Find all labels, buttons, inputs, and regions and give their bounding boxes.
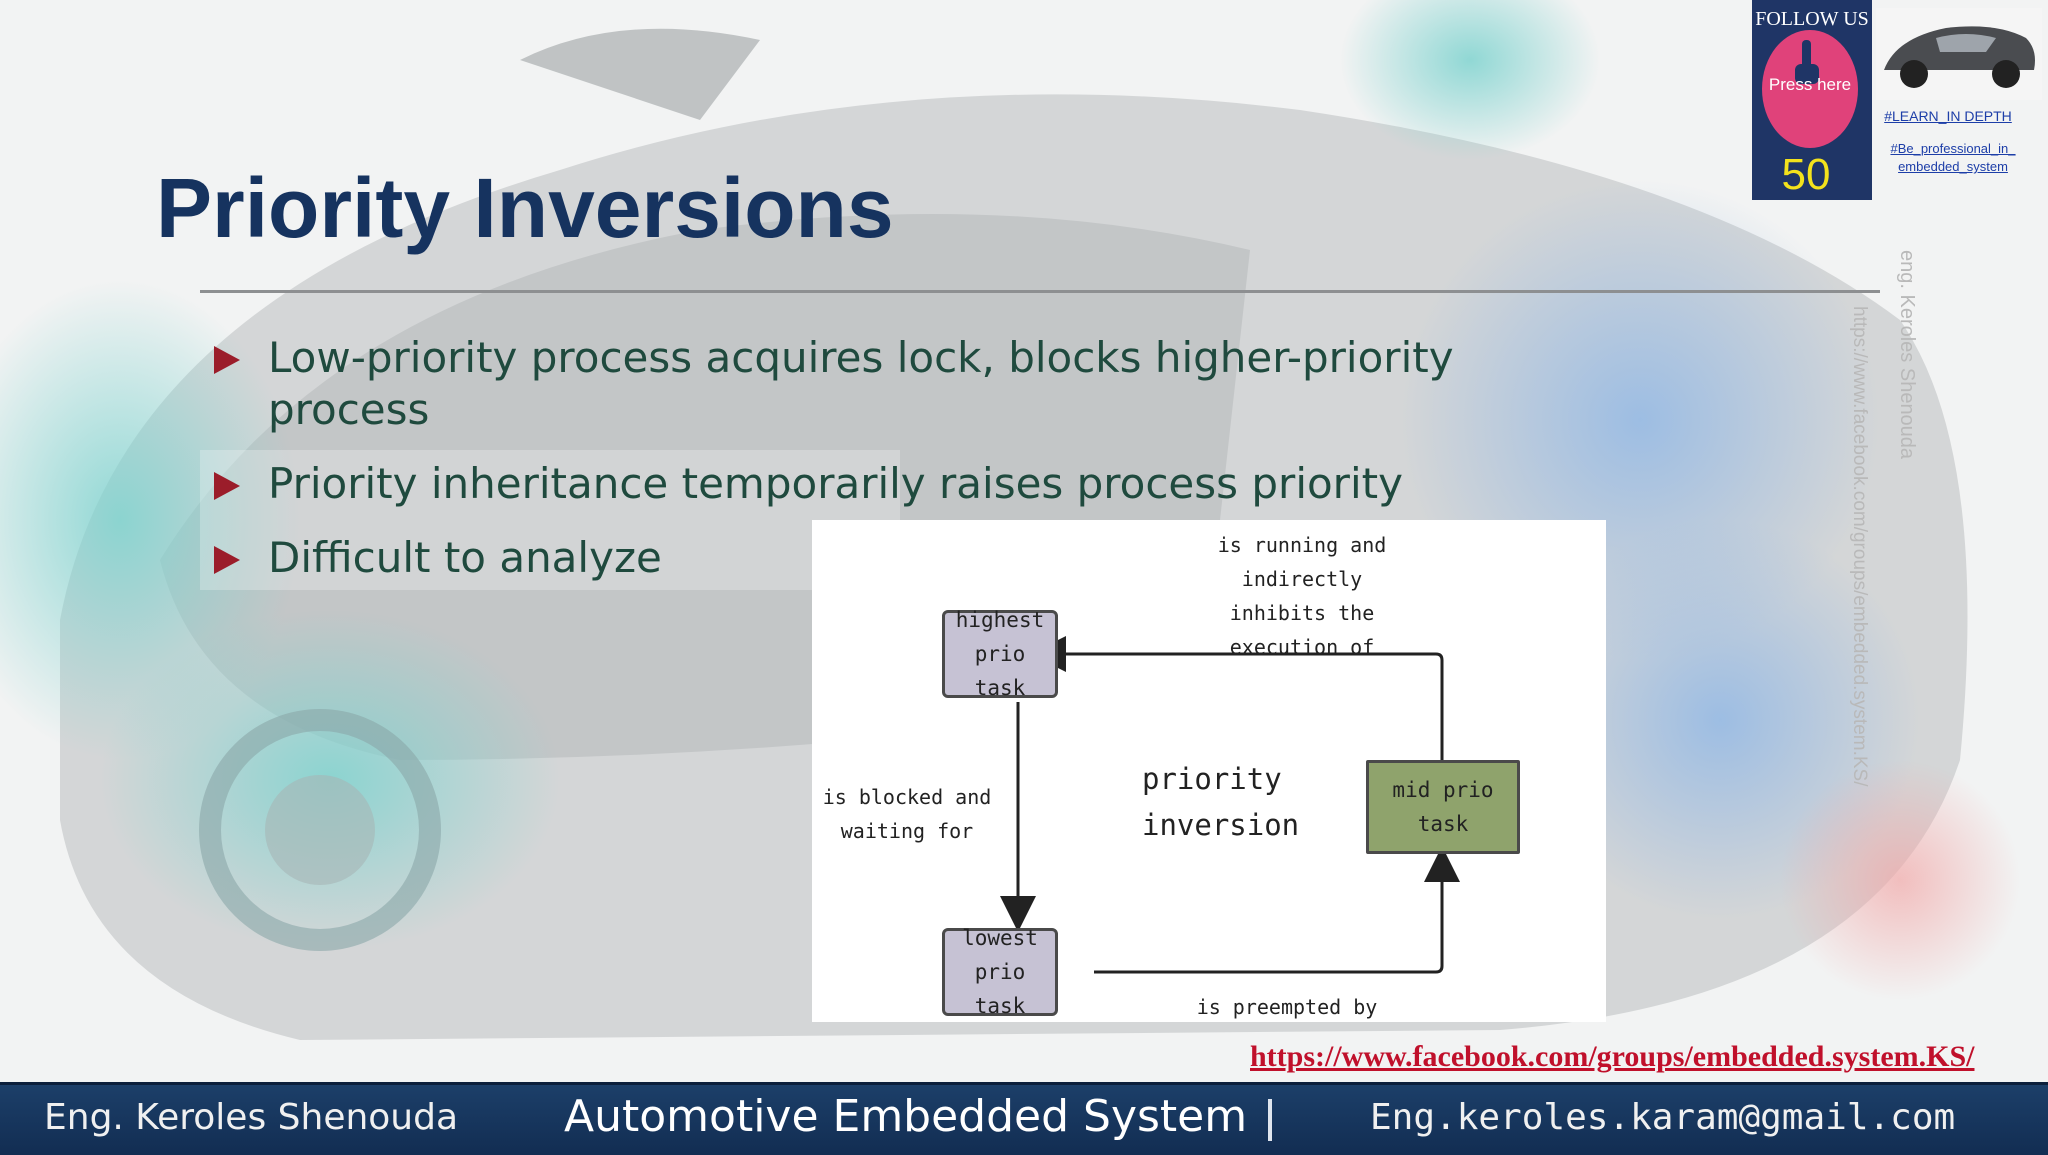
footer-bar: Eng. Keroles Shenouda Automotive Embedde… xyxy=(0,1082,2048,1155)
footer-email[interactable]: Eng.keroles.karam@gmail.com xyxy=(1370,1097,1956,1138)
page-number: 50 xyxy=(1781,150,1831,199)
priority-inversion-diagram: highest prio task lowest prio task mid p… xyxy=(812,520,1606,1022)
press-here-text: Press here xyxy=(1768,75,1852,94)
follow-us-text: FOLLOW US xyxy=(1755,8,1869,30)
car-thumbnail-image xyxy=(1876,8,2042,100)
mid-prio-task-box: mid prio task xyxy=(1366,760,1520,854)
lowest-prio-task-box: lowest prio task xyxy=(942,926,1058,1018)
blocked-waiting-label: is blocked and waiting for xyxy=(822,785,992,843)
facebook-url-vertical-text: https://www.facebook.com/groups/embedded… xyxy=(1849,306,1870,787)
slide-title: Priority Inversions xyxy=(156,161,894,255)
highest-prio-task-box: highest prio task xyxy=(942,608,1058,700)
running-inhibits-label: is running and indirectly inhibits the e… xyxy=(1217,533,1387,659)
be-professional-tag[interactable]: #Be_professional_in_ embedded_system xyxy=(1890,141,2016,174)
bullet-text: Priority inheritance temporarily raises … xyxy=(268,459,1403,508)
footer-course-title: Automotive Embedded System xyxy=(564,1091,1248,1142)
facebook-group-link[interactable]: https://www.facebook.com/groups/embedded… xyxy=(1250,1040,1975,1073)
learn-in-depth-tag[interactable]: #LEARN_IN DEPTH xyxy=(1884,108,2012,124)
bullet-list: Low-priority process acquires lock, bloc… xyxy=(210,332,1470,606)
footer-separator xyxy=(1268,1099,1272,1141)
diagram-arrows xyxy=(1000,636,1460,974)
triangle-bullet-icon xyxy=(214,546,240,574)
bullet-item: Low-priority process acquires lock, bloc… xyxy=(210,332,1470,436)
triangle-bullet-icon xyxy=(214,472,240,500)
bullet-text: Low-priority process acquires lock, bloc… xyxy=(268,333,1454,434)
triangle-bullet-icon xyxy=(214,346,240,374)
arrow-preempted xyxy=(1094,846,1460,974)
priority-inversion-label: priority inversion xyxy=(1142,762,1300,842)
preempted-label: is preempted by xyxy=(1196,995,1378,1019)
title-divider xyxy=(200,290,1880,293)
author-vertical-text: eng. Keroles Shenouda xyxy=(1896,250,1918,460)
footer-author: Eng. Keroles Shenouda xyxy=(44,1097,459,1138)
pointing-hand-icon xyxy=(1795,40,1819,84)
arrow-running-inhibits xyxy=(1030,636,1444,760)
bullet-item: Difficult to analyze xyxy=(210,532,1470,584)
bullet-item: Priority inheritance temporarily raises … xyxy=(210,458,1470,510)
bullet-text: Difficult to analyze xyxy=(268,533,662,582)
follow-us-badge[interactable]: FOLLOW US Press here 50 xyxy=(1752,0,1872,200)
